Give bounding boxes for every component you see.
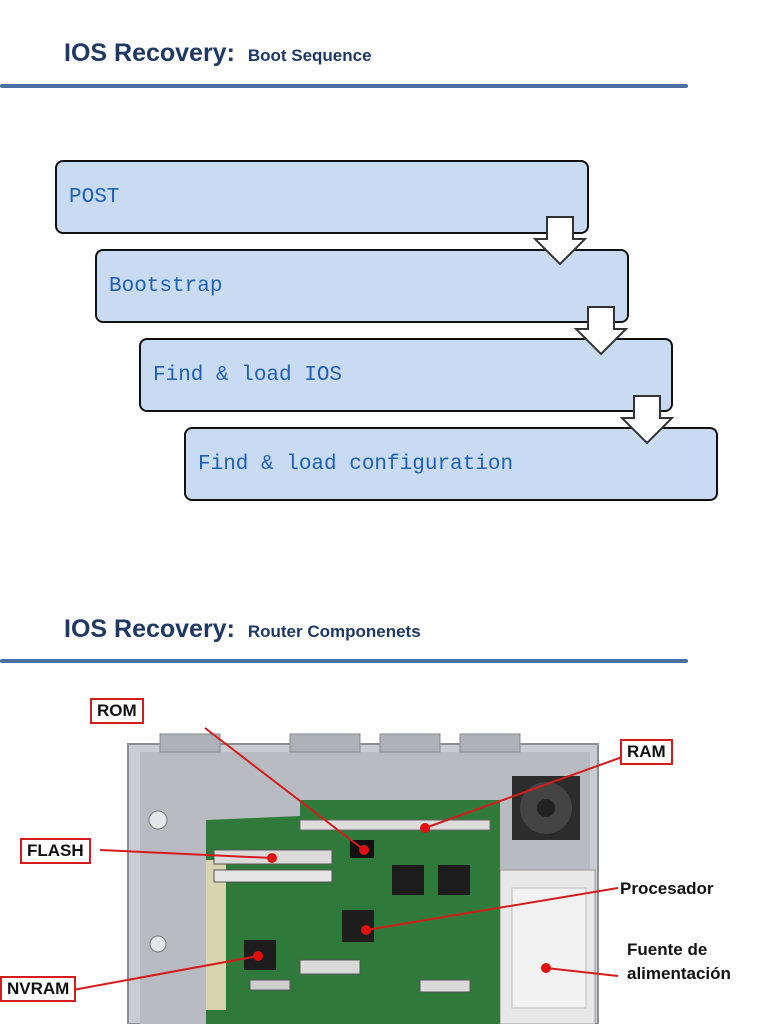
step-label: POST bbox=[69, 185, 120, 209]
down-arrow-icon bbox=[574, 306, 628, 356]
nvram-label: NVRAM bbox=[0, 976, 77, 1002]
router-board-illustration bbox=[61, 727, 626, 1025]
procesador-label: Procesador bbox=[620, 879, 714, 898]
router-components-title: IOS Recovery: Router Componenets bbox=[64, 608, 421, 645]
down-arrow-icon bbox=[533, 216, 587, 266]
down-arrow-icon bbox=[620, 395, 674, 445]
router-photo: ROM RAM FLASH NVRAM Procesador Fuente de… bbox=[0, 680, 768, 1025]
step-find-load-ios: Find & load IOS bbox=[139, 338, 673, 412]
step-label: Bootstrap bbox=[109, 274, 223, 298]
step-find-load-configuration: Find & load configuration bbox=[184, 427, 718, 501]
rom-label: ROM bbox=[90, 698, 144, 724]
title-main: IOS Recovery: bbox=[64, 39, 235, 67]
boot-sequence-title: IOS Recovery: Boot Sequence bbox=[64, 32, 372, 69]
step-bootstrap: Bootstrap bbox=[95, 249, 629, 323]
step-label: Find & load IOS bbox=[153, 363, 343, 387]
title-sub: Boot Sequence bbox=[247, 46, 372, 65]
flash-label: FLASH bbox=[20, 838, 91, 864]
title-main: IOS Recovery: bbox=[64, 615, 235, 643]
step-label: Find & load configuration bbox=[198, 452, 514, 476]
fuente-label-line2: alimentación bbox=[627, 964, 731, 983]
ram-label: RAM bbox=[620, 739, 673, 765]
fuente-label-line1: Fuente de bbox=[627, 940, 708, 959]
step-post: POST bbox=[55, 160, 589, 234]
title-sub: Router Componenets bbox=[247, 622, 421, 641]
title-divider bbox=[0, 84, 688, 88]
title-divider bbox=[0, 659, 688, 663]
